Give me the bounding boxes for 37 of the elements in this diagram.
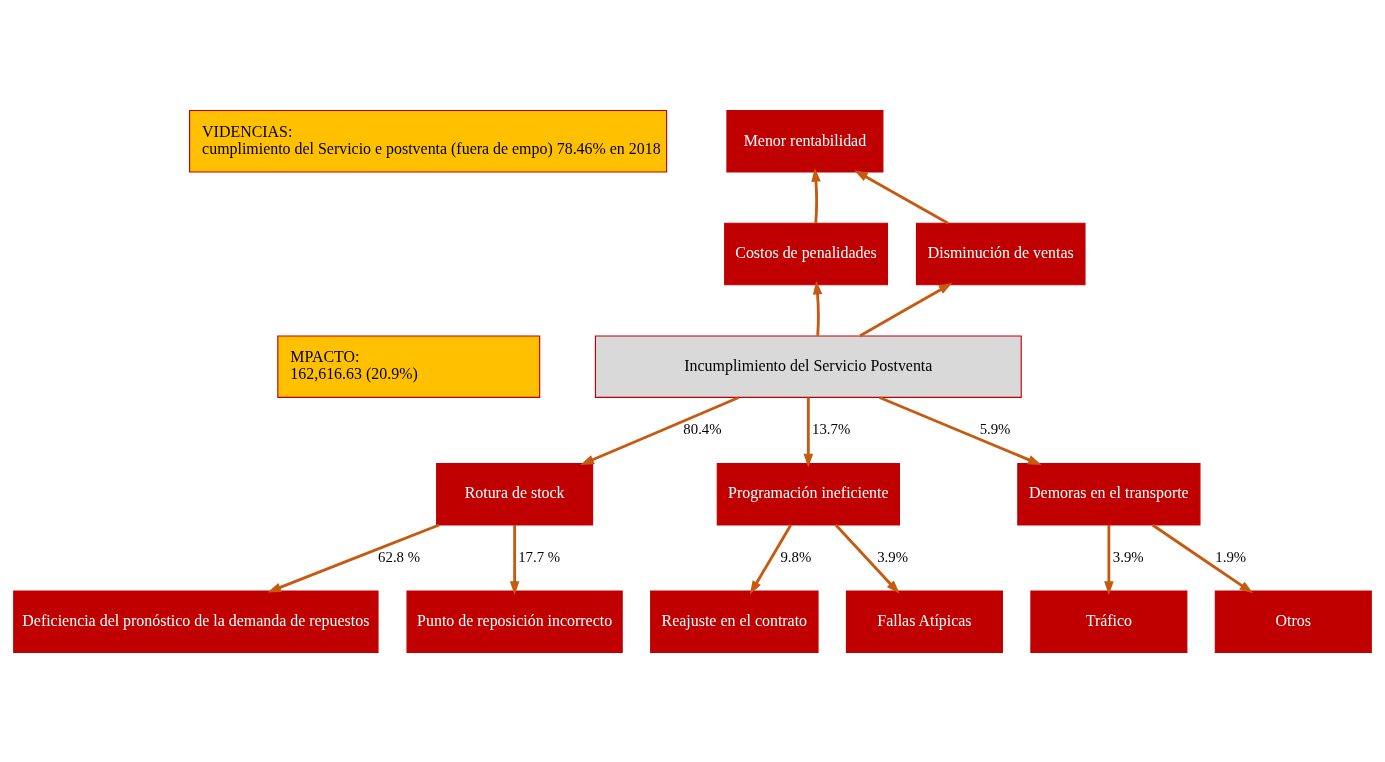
edge-label: 3.9% <box>877 548 908 565</box>
arrow <box>803 397 814 467</box>
node-box: Disminución de ventas <box>915 222 1086 285</box>
node-box: Costos de penalidades <box>724 222 889 285</box>
node-box: Menor rentabilidad <box>726 109 884 173</box>
edge-label: 17.7 % <box>518 548 561 565</box>
arrow <box>854 169 949 224</box>
edge-label: 62.8 % <box>378 548 421 565</box>
node-box: Incumplimiento del Servicio Postventa <box>594 334 1022 398</box>
edge-label: 5.9% <box>979 420 1011 437</box>
node-box: Fallas Atípicas <box>845 589 1003 653</box>
node-box: Demoras en el transporte <box>1017 462 1201 525</box>
edge-label: 9.8% <box>780 548 812 565</box>
arrow <box>267 523 440 592</box>
node-box: Tráfico <box>1030 589 1188 653</box>
arrow <box>1151 523 1254 593</box>
node-box: VIDENCIAS: cumplimiento del Servicio e postventa (fuera de empo) 78.46% en 2018 <box>189 109 668 173</box>
node-box: Reajuste en el contrato <box>650 589 819 653</box>
arrow <box>811 167 821 223</box>
node-box: MPACTO: 162,616.63 (20.9%) <box>277 334 541 398</box>
arrow <box>879 395 1042 465</box>
arrow <box>859 282 953 337</box>
node-box: Punto de reposición incorrecto <box>406 589 623 653</box>
arrow <box>509 524 520 595</box>
edge-label: 3.9% <box>1112 548 1144 565</box>
arrow <box>812 280 823 336</box>
edge-label: 80.4% <box>683 420 722 437</box>
edge-label: 1.9% <box>1215 548 1247 565</box>
node-box: Programación ineficiente <box>716 462 900 525</box>
arrow <box>580 395 740 465</box>
arrow <box>834 523 900 594</box>
node-box: Rotura de stock <box>436 462 594 525</box>
edge-label: 13.7% <box>812 420 851 437</box>
arrow <box>1104 524 1114 595</box>
arrow <box>749 523 793 594</box>
node-box: Otros <box>1214 589 1372 653</box>
node-box: Deficiencia del pronóstico de la demanda de repuestos <box>13 589 379 653</box>
